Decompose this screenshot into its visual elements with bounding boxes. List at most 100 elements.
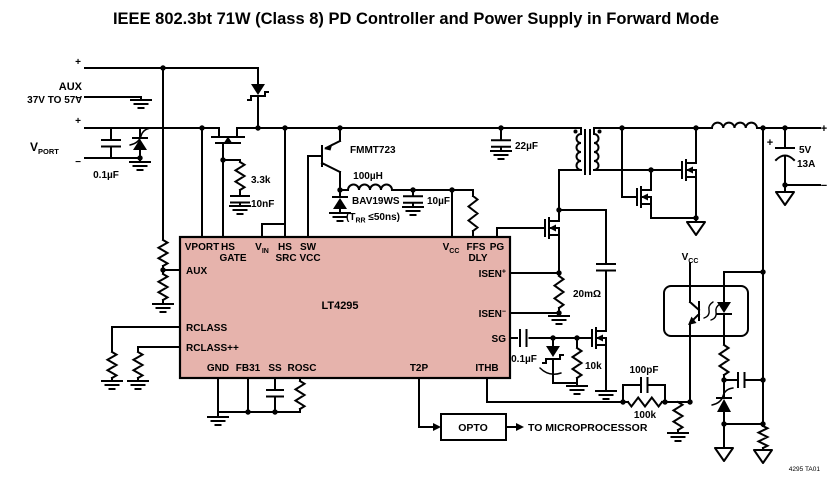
label-catch-note-text: ≤50ns) xyxy=(366,212,400,223)
pin-dly-text: DLY xyxy=(468,253,487,264)
vport-label: VPORT xyxy=(30,140,59,156)
junction-dot xyxy=(498,125,504,131)
pin-fb31: FB31 xyxy=(236,363,261,374)
label-sg-res-text: 10k xyxy=(585,361,602,372)
label-sense-res-text: 20mΩ xyxy=(573,289,601,300)
junction-dot xyxy=(693,125,699,131)
label-input-cap-text: 0.1µF xyxy=(93,170,119,181)
labels: IEEE 802.3bt 71W (Class 8) PD Controller… xyxy=(27,10,827,473)
label-gate-cap: 10nF xyxy=(251,199,274,210)
junction-dot xyxy=(556,270,562,276)
page-title: IEEE 802.3bt 71W (Class 8) PD Controller… xyxy=(113,10,719,28)
label-gate-res: 3.3k xyxy=(251,175,271,186)
pin-swvcc-1-text: SW xyxy=(300,242,317,253)
transformer-polarity-dot xyxy=(597,129,602,134)
pin-vin: VIN xyxy=(255,242,269,255)
pin-rosc-text: ROSC xyxy=(288,363,317,374)
label-opto-vcc-text: V xyxy=(682,252,689,263)
outcap-plus-mark-text: + xyxy=(767,137,773,149)
ground-triangles xyxy=(686,191,795,464)
pin-sg: SG xyxy=(492,334,507,345)
label-ithb-res-text: 100k xyxy=(634,410,657,421)
out-current-text: 13A xyxy=(797,159,815,170)
junction-dot xyxy=(662,399,668,405)
pin-dly: DLY xyxy=(468,253,487,264)
junction-dot xyxy=(760,377,766,383)
aux-range-label-text: 37V TO 57V xyxy=(27,95,82,106)
junction-dot xyxy=(160,65,166,71)
aux-plus-mark: + xyxy=(75,57,81,68)
junction-dot xyxy=(760,269,766,275)
junction-dot xyxy=(687,399,693,405)
pin-ss-text: SS xyxy=(268,363,282,374)
pin-vin-text: V xyxy=(255,242,262,253)
junction-dot xyxy=(782,182,788,188)
pin-hssrc-2: SRC xyxy=(275,253,296,264)
vport-minus-mark: − xyxy=(75,157,81,168)
junction-dot xyxy=(449,187,455,193)
pin-isen-minus: ISEN− xyxy=(479,309,506,321)
pin-ffs-text: FFS xyxy=(467,242,486,253)
opto-box-label: OPTO xyxy=(458,422,488,434)
pin-isen-minus-text: ISEN xyxy=(479,309,502,320)
pin-aux-text: AUX xyxy=(186,266,207,277)
label-sense-res: 20mΩ xyxy=(573,289,601,300)
out-minus-mark: − xyxy=(821,180,827,192)
aux-range-label: 37V TO 57V xyxy=(27,95,82,106)
pin-aux: AUX xyxy=(186,266,207,277)
pin-isen-plus-text: ISEN xyxy=(479,269,502,280)
pin-hssrc-1: HS xyxy=(278,242,292,253)
vport-label-text: PORT xyxy=(38,147,59,156)
pin-vcc: VCC xyxy=(443,242,460,255)
pin-rclass: RCLASS xyxy=(186,323,227,334)
pin-swvcc-2: VCC xyxy=(299,253,320,264)
page-title-text: IEEE 802.3bt 71W (Class 8) PD Controller… xyxy=(113,10,719,28)
pin-swvcc-2-text: VCC xyxy=(299,253,320,264)
junction-dot xyxy=(721,377,727,383)
label-catch-note: (TRR ≤50ns) xyxy=(346,212,400,225)
junction-dots xyxy=(137,65,788,427)
pin-hsgate-2-text: GATE xyxy=(219,253,246,264)
label-input-cap: 0.1µF xyxy=(93,170,119,181)
pin-vin-text: IN xyxy=(262,248,269,255)
label-bulk-cap: 22µF xyxy=(515,141,538,152)
aux-minus-mark: − xyxy=(75,93,81,104)
aux-minus-mark-text: − xyxy=(75,93,81,104)
zener-curl-marks xyxy=(129,127,734,406)
label-vcc-cap-text: 10µF xyxy=(427,196,450,207)
out-plus-mark-text: + xyxy=(821,123,827,135)
pin-pg-text: PG xyxy=(490,242,505,253)
label-buck-ind-text: 100µH xyxy=(353,171,383,182)
out-current: 13A xyxy=(797,159,815,170)
junction-dot xyxy=(137,155,143,161)
pin-hsgate-1: HS xyxy=(221,242,235,253)
pin-vport-text: VPORT xyxy=(185,242,219,253)
label-sg-cap-text: 0.1µF xyxy=(511,354,537,365)
out-plus-mark: + xyxy=(821,123,827,135)
micro-label: TO MICROPROCESSOR xyxy=(528,422,648,434)
vport-plus-mark: + xyxy=(75,116,81,127)
optocoupler-outline xyxy=(663,285,749,337)
junction-dot xyxy=(272,409,278,415)
pin-hsgate-2: GATE xyxy=(219,253,246,264)
label-catch-diode: BAV19WS xyxy=(352,196,400,207)
out-minus-mark-text: − xyxy=(821,180,827,192)
ic-body xyxy=(178,235,512,380)
out-voltage-text: 5V xyxy=(799,145,812,156)
label-buck-ind: 100µH xyxy=(353,171,383,182)
label-bulk-cap-text: 22µF xyxy=(515,141,538,152)
aux-label: AUX xyxy=(59,81,83,93)
pin-ithb: ITHB xyxy=(475,363,498,374)
junction-dot xyxy=(282,125,288,131)
pin-vcc-text: CC xyxy=(449,248,459,255)
junction-dot xyxy=(255,125,261,131)
pin-ithb-text: ITHB xyxy=(475,363,498,374)
pin-hssrc-1-text: HS xyxy=(278,242,292,253)
pin-hsgate-1-text: HS xyxy=(221,242,235,253)
ic-part-number-text: LT4295 xyxy=(321,300,358,312)
junction-dot xyxy=(245,409,251,415)
label-opto-vcc: VCC xyxy=(682,252,699,265)
pin-isen-plus-text: + xyxy=(502,269,506,276)
pin-pg: PG xyxy=(490,242,505,253)
